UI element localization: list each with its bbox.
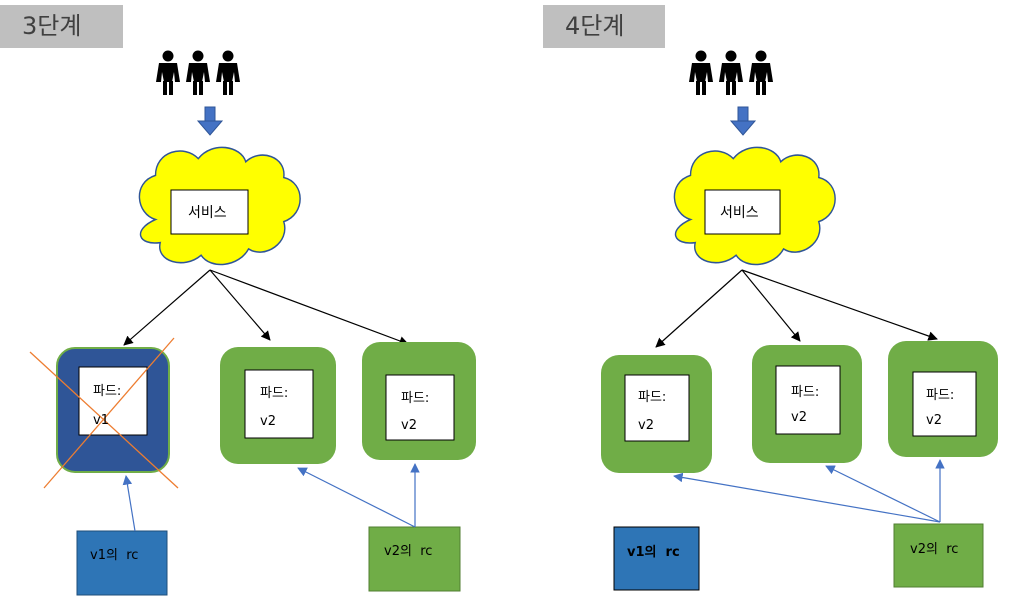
pod-version: v1 (93, 413, 109, 428)
service-to-pod-1-arrow (655, 269, 743, 348)
rc-v1-label: v1의 rc (627, 545, 680, 560)
rc-v2-to-pod-arrow (825, 465, 941, 523)
users-icon (689, 50, 773, 95)
stage-label-4: 4단계 (543, 5, 665, 48)
service-label: 서비스 (720, 205, 759, 221)
rc-v2-box (893, 523, 984, 588)
service-box (704, 189, 781, 235)
rc-v2-to-pod-arrow (297, 467, 416, 528)
rc-v2-box (368, 526, 461, 592)
stage-label-3: 3단계 (0, 5, 123, 48)
users-icon (156, 50, 240, 95)
pod-inner-box (624, 374, 690, 442)
pod-inner-box (775, 365, 841, 435)
pod-inner-box (385, 374, 455, 441)
rc-v1-box (76, 530, 168, 596)
pod-version: v2 (401, 418, 417, 433)
service-label: 서비스 (188, 205, 227, 221)
rc-v2-label: v2의 rc (384, 544, 433, 559)
rc-v2-label: v2의 rc (910, 542, 959, 557)
rc-v1-box (613, 526, 700, 591)
service-to-pod-1-arrow (123, 269, 211, 346)
service-box (170, 189, 249, 235)
pod-label: 파드: (260, 386, 289, 401)
pod-label: 파드: (93, 384, 122, 399)
rc-v1-label: v1의 rc (90, 548, 139, 563)
pod-inner-box (78, 366, 148, 436)
pod-inner-box (912, 371, 977, 437)
service-to-pod-2-arrow (209, 269, 271, 341)
rc-v1-to-pod-arrow (122, 475, 136, 532)
pod-label: 파드: (401, 391, 430, 406)
pod-inner-box (244, 369, 314, 439)
down-arrow-icon (729, 106, 757, 136)
down-arrow-icon (196, 106, 224, 136)
pod-version: v2 (791, 410, 807, 425)
service-to-pod-2-arrow (741, 269, 801, 342)
pod-label: 파드: (791, 385, 820, 400)
pod-label: 파드: (926, 388, 955, 403)
pod-label: 파드: (638, 390, 667, 405)
pod-version: v2 (638, 418, 654, 433)
pod-version: v2 (260, 414, 276, 429)
service-to-pod-3-arrow (209, 269, 409, 346)
deleted-cross-icon (29, 337, 179, 489)
service-to-pod-3-arrow (741, 269, 938, 341)
rc-v2-to-pod-arrow (673, 472, 941, 523)
pod-version: v2 (926, 413, 942, 428)
